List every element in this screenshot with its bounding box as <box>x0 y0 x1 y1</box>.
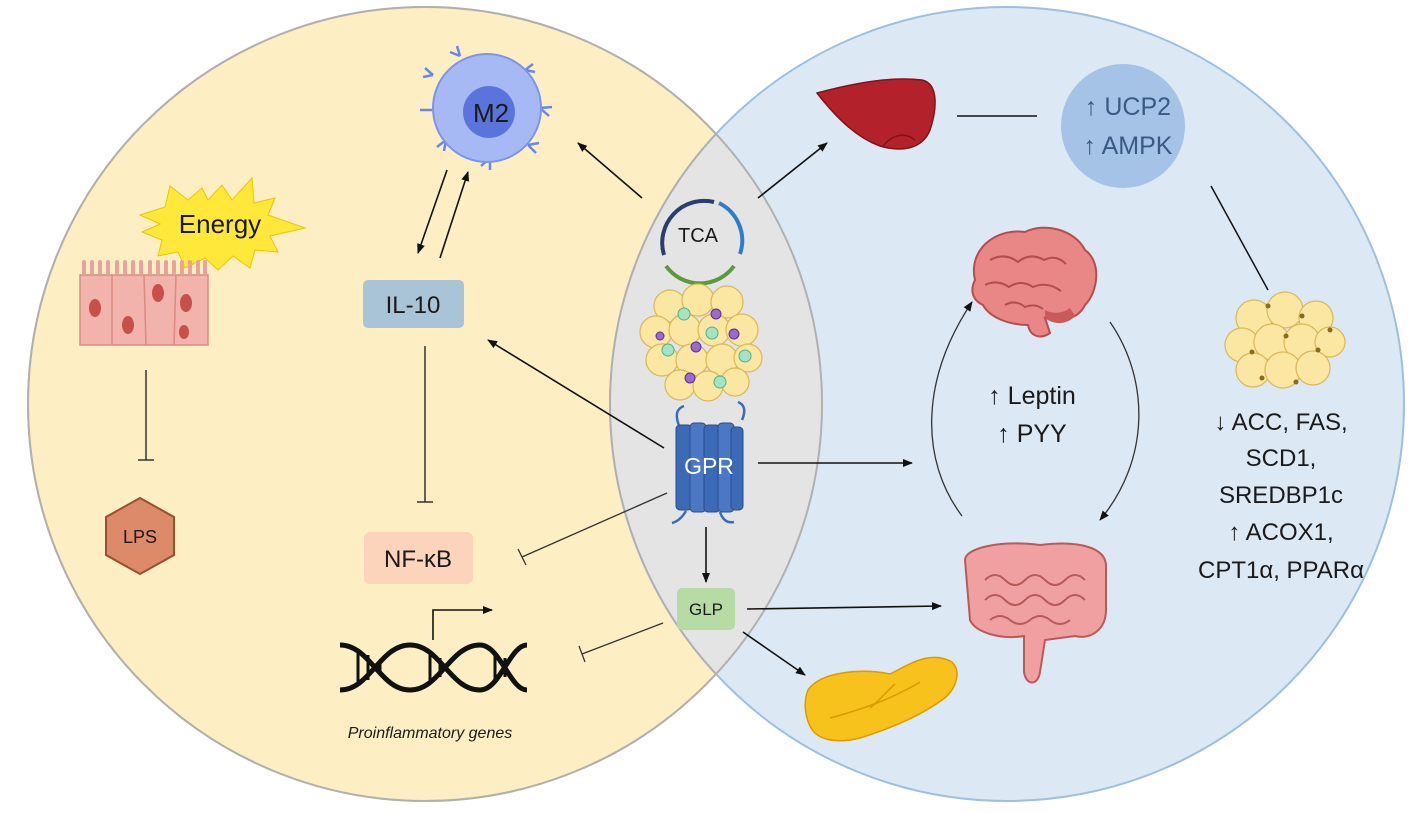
adipose-down-line2: SCD1, <box>1246 445 1317 472</box>
m2-to-il10-arrow <box>417 169 448 254</box>
overlap-edge <box>27 6 823 802</box>
glp-to-pancreas-arrow <box>742 631 806 676</box>
gut-to-brain-arrow <box>931 301 973 517</box>
il10-box: IL-10 <box>363 280 464 328</box>
adipose-up-line1: ↑ ACOX1, <box>1228 519 1333 546</box>
energy-burst: Energy <box>138 176 307 271</box>
epithelium-icon <box>79 260 209 346</box>
tca-to-m2-arrow <box>577 142 643 199</box>
ucp2-label: ↑ UCP2 <box>1085 93 1171 121</box>
dna-icon <box>339 606 528 693</box>
energy-label: Energy <box>179 209 261 239</box>
ampk-label: ↑ AMPK <box>1084 132 1173 160</box>
adipose-gene-changes: ↓ ACC, FAS, SCD1, SREDBP1c ↑ ACOX1, CPT1… <box>1198 409 1364 584</box>
gpr-label: GPR <box>684 453 734 479</box>
adipocyte-cluster <box>1224 291 1346 389</box>
glp-dna-inhibition <box>581 622 664 655</box>
proinflammatory-genes-label: Proinflammatory genes <box>348 725 513 742</box>
il10-to-m2-arrow <box>439 171 470 259</box>
lps-molecule: LPS <box>105 496 175 576</box>
brain-to-gut-arrow <box>1099 321 1140 521</box>
adipose-down-line1: ↓ ACC, FAS, <box>1214 409 1347 436</box>
inhibition-bar <box>517 548 527 566</box>
pyy-label: ↑ PYY <box>997 420 1067 448</box>
glp-to-intestine-arrow <box>746 602 942 611</box>
leptin-label: ↑ Leptin <box>988 382 1076 410</box>
gpr-receptor: GPR <box>671 400 746 525</box>
brain-icon <box>971 226 1098 338</box>
nfkb-label: NF-κB <box>384 546 452 573</box>
gpr-to-il10-arrow <box>487 339 665 449</box>
glp-box: GLP <box>677 588 735 630</box>
m2-macrophage: M2 <box>420 45 553 170</box>
intestine-icon <box>963 542 1107 684</box>
liver-icon <box>815 78 936 150</box>
nfkb-box: NF-κB <box>364 532 473 584</box>
adipose-up-line2: CPT1α, PPARα <box>1198 557 1364 584</box>
gpr-nfkb-inhibition <box>521 492 668 558</box>
m2-label: M2 <box>473 98 509 128</box>
glp-label: GLP <box>689 600 723 619</box>
inhibition-bar <box>578 645 586 663</box>
ucp2-adipose-link <box>1210 185 1269 291</box>
adipose-down-line3: SREDBP1c <box>1219 482 1343 509</box>
il10-label: IL-10 <box>386 292 441 319</box>
pancreas-icon <box>804 656 958 742</box>
lps-label: LPS <box>123 527 157 547</box>
tca-cycle: TCA <box>660 198 745 286</box>
ucp2-ampk-node: ↑ UCP2 ↑ AMPK <box>1061 64 1185 188</box>
adipose-immune-cluster <box>639 283 763 402</box>
tca-to-liver-arrow <box>757 142 828 199</box>
tca-label: TCA <box>678 225 719 247</box>
